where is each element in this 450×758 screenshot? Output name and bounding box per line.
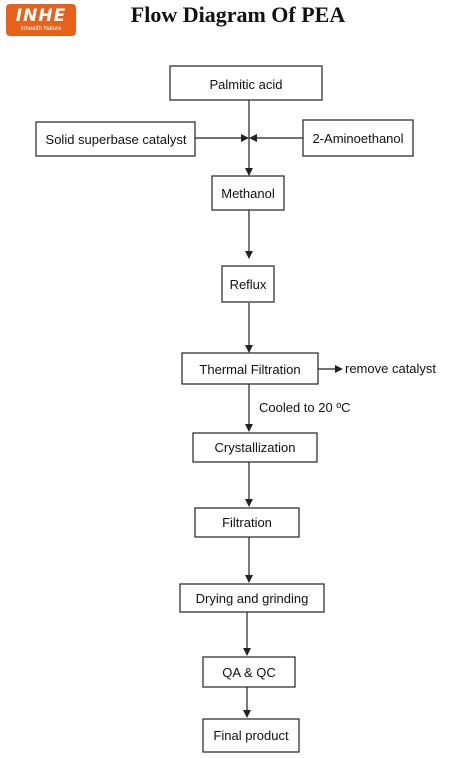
step-box [202,656,296,688]
step-label: Reflux [230,277,267,292]
step-label: 2-Aminoethanol [312,131,403,146]
arrowhead-reflux [245,251,253,259]
step-filtration: Filtration [194,507,300,538]
step-qa-qc: QA & QC [202,656,296,688]
arrowhead-methanol [245,168,253,176]
step-palmitic-acid: Palmitic acid [169,65,323,101]
arrowhead-crystallization [245,424,253,432]
step-reflux: Reflux [221,265,275,303]
arrowhead-drying [245,575,253,583]
step-drying-grinding: Drying and grinding [179,583,325,613]
step-catalyst: Solid superbase catalyst [35,121,196,157]
step-box [179,583,325,613]
step-box [211,175,285,211]
arrowhead-filtration [245,499,253,507]
step-box [35,121,196,157]
step-label: Methanol [221,186,275,201]
step-label: Solid superbase catalyst [46,132,187,147]
step-label: Drying and grinding [196,591,309,606]
company-logo: INHE Inhealth Nature [6,4,76,36]
step-box [302,119,414,157]
step-box [221,265,275,303]
step-crystallization: Crystallization [192,432,318,463]
step-final-product: Final product [202,718,300,753]
step-label: QA & QC [222,665,275,680]
remove-catalyst-label: remove catalyst [345,361,436,376]
step-box [202,718,300,753]
cooled-annotation: Cooled to 20 ºC [259,400,350,415]
arrowhead-qa [243,648,251,656]
step-box [194,507,300,538]
step-label: Crystallization [215,440,296,455]
step-box [192,432,318,463]
step-box [181,352,319,385]
arrowhead-final [243,710,251,718]
step-thermal-filtration: Thermal Filtration [181,352,319,385]
arrowhead-remove-catalyst [335,365,343,373]
connectors [195,100,343,718]
arrowhead-thermal [245,345,253,353]
logo-text: INHE [15,6,67,26]
step-label: Filtration [222,515,272,530]
arrowhead-aminoethanol-in [249,134,257,142]
step-methanol: Methanol [211,175,285,211]
step-label: Final product [213,728,289,743]
step-box [169,65,323,101]
step-label: Thermal Filtration [199,362,300,377]
step-label: Palmitic acid [210,77,283,92]
step-aminoethanol: 2-Aminoethanol [302,119,414,157]
page-title: Flow Diagram Of PEA [130,2,346,27]
arrowhead-catalyst-in [241,134,249,142]
logo-tagline: Inhealth Nature [20,26,62,32]
